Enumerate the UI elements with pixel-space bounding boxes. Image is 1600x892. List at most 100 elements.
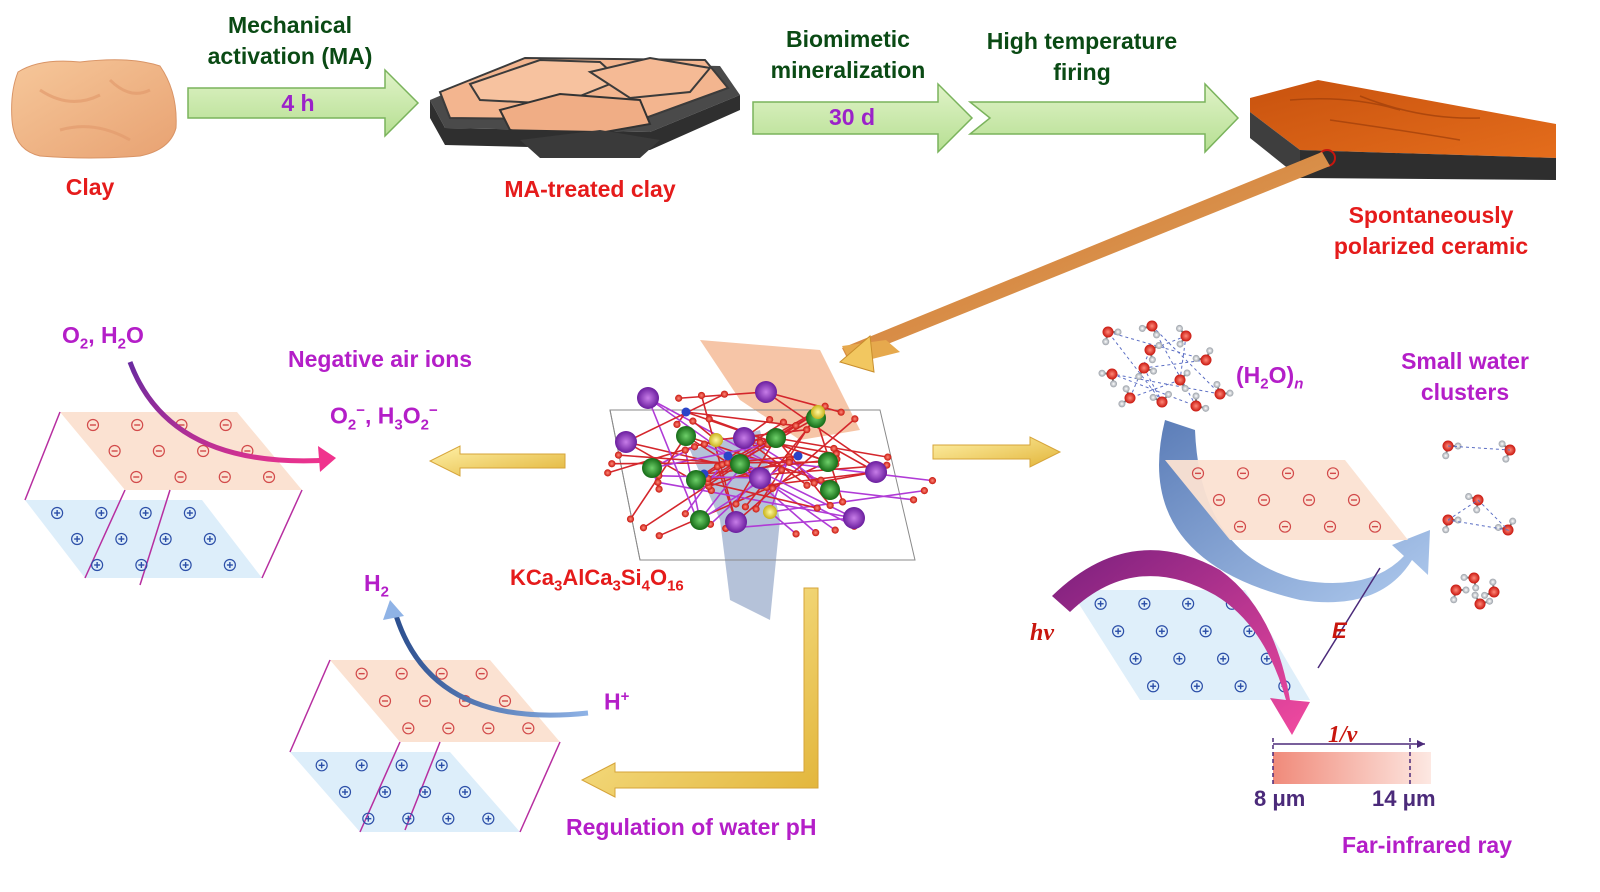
- oxygen-atom-icon: [639, 524, 648, 532]
- oxygen-atom-icon: [920, 487, 928, 495]
- step2-duration: 30 d: [828, 104, 876, 130]
- step3-line1: High temperature: [986, 28, 1178, 54]
- minus-sign-icon: [1236, 467, 1250, 480]
- plus-sign-icon: [402, 812, 415, 825]
- oxygen-atom-icon: [673, 420, 681, 428]
- plus-sign-icon: [378, 785, 392, 799]
- plus-sign-icon: [1112, 625, 1125, 638]
- minus-sign-icon: [442, 722, 455, 735]
- minus-sign-icon: [378, 694, 392, 708]
- plus-sign-icon: [338, 785, 352, 799]
- minus-sign-icon: [475, 667, 488, 680]
- crystal-structure: [604, 340, 937, 620]
- minus-sign-icon: [435, 667, 448, 680]
- calcium-atom-icon: [676, 426, 696, 446]
- oxygen-atom-icon: [697, 391, 706, 400]
- oxygen-atom-icon: [785, 458, 793, 467]
- air-ion-arrowhead: [318, 446, 336, 472]
- oxygen-atom-icon: [826, 501, 834, 510]
- potassium-atom-icon: [637, 387, 659, 409]
- inverse-nu-label: 1/ν: [1328, 722, 1358, 748]
- plus-sign-icon: [1173, 652, 1186, 665]
- plus-sign-icon: [203, 532, 216, 546]
- process-arrow-3: [967, 82, 1240, 154]
- water-molecule-icon: [1200, 354, 1212, 366]
- plus-sign-icon: [135, 558, 148, 572]
- oxygen-atom-icon: [655, 532, 663, 540]
- minus-sign-icon: [1368, 520, 1382, 533]
- minus-sign-icon: [355, 667, 368, 680]
- clay-lump-icon: [11, 59, 177, 159]
- minus-sign-icon: [1191, 467, 1205, 480]
- minus-sign-icon: [395, 667, 408, 680]
- air-ion-arc: [127, 361, 331, 464]
- oxygen-atom-icon: [741, 503, 750, 511]
- water-molecule-icon: [1214, 388, 1226, 400]
- plus-sign-icon: [1155, 625, 1168, 638]
- oxygen-atom-icon: [705, 415, 713, 423]
- oxygen-atom-icon: [604, 469, 612, 477]
- water-cluster-label: (H2O)n: [1236, 362, 1304, 393]
- aluminum-atom-icon: [811, 405, 825, 419]
- minus-sign-icon: [131, 418, 144, 432]
- ph-capacitor: [289, 659, 561, 833]
- plus-sign-icon: [442, 812, 455, 825]
- air-ion-capacitor: [24, 411, 303, 586]
- silicon-atom-icon: [793, 451, 803, 461]
- oxygen-atom-icon: [654, 478, 662, 486]
- oxygen-atom-icon: [690, 443, 699, 451]
- oxygen-atom-icon: [655, 485, 663, 493]
- hplus-label: H+: [604, 688, 630, 715]
- oxygen-atom-icon: [681, 510, 689, 518]
- oxygen-atom-icon: [831, 526, 839, 534]
- water-molecule-icon: [1144, 344, 1156, 356]
- zoom-rod: [842, 152, 1330, 360]
- step1-line1: Mechanical: [228, 12, 352, 38]
- plus-sign-icon: [1190, 680, 1203, 693]
- plus-sign-icon: [159, 532, 172, 546]
- plus-sign-icon: [91, 558, 104, 572]
- oxygen-atom-icon: [813, 504, 821, 512]
- ceramic-label: Spontaneously polarized ceramic: [1316, 200, 1546, 262]
- potassium-atom-icon: [755, 381, 777, 403]
- potassium-atom-icon: [615, 431, 637, 453]
- step3-line2: firing: [1053, 59, 1111, 85]
- water-molecule-icon: [1180, 330, 1192, 342]
- oxygen-atom-icon: [723, 459, 732, 467]
- oxygen-atom-icon: [837, 408, 845, 416]
- step1-label: Mechanical activation (MA): [190, 10, 390, 72]
- oxygen-atom-icon: [909, 496, 918, 504]
- water-molecule-icon: [1190, 400, 1202, 412]
- minus-sign-icon: [108, 444, 121, 458]
- minus-sign-icon: [1233, 520, 1247, 533]
- water-molecule-icon: [1468, 572, 1480, 584]
- minus-sign-icon: [1278, 520, 1292, 533]
- process-arrow-2: [752, 82, 974, 154]
- plus-sign-icon: [315, 759, 328, 772]
- plus-sign-icon: [71, 532, 84, 546]
- water-molecule-icon: [1124, 392, 1136, 404]
- oxygen-atom-icon: [768, 484, 777, 492]
- minus-sign-icon: [418, 694, 432, 708]
- oxygen-atom-icon: [812, 529, 820, 537]
- clay-label: Clay: [65, 174, 115, 200]
- minus-sign-icon: [1347, 493, 1361, 507]
- minus-sign-icon: [1323, 520, 1337, 533]
- minus-sign-icon: [482, 722, 495, 735]
- plus-sign-icon: [183, 506, 196, 520]
- oxygen-atom-icon: [614, 451, 623, 459]
- minus-sign-icon: [402, 722, 415, 735]
- air-ion-title: Negative air ions: [288, 346, 473, 372]
- oxygen-atom-icon: [779, 418, 788, 426]
- step1-duration: 4 h: [281, 90, 315, 116]
- oxygen-atom-icon: [803, 481, 811, 489]
- minus-sign-icon: [1212, 493, 1226, 507]
- small-clusters-line1: Small water: [1401, 348, 1529, 374]
- oxygen-atom-icon: [681, 446, 689, 454]
- plus-sign-icon: [1199, 625, 1212, 638]
- minus-sign-icon: [1281, 467, 1295, 480]
- minus-sign-icon: [152, 444, 165, 458]
- small-clusters-title: Small water clusters: [1392, 346, 1538, 408]
- oxygen-atom-icon: [700, 440, 708, 448]
